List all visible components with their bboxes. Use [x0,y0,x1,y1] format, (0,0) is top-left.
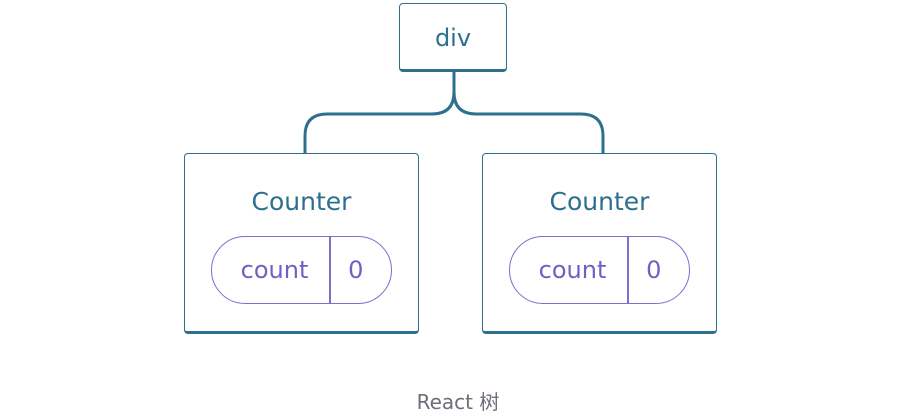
connector-to-left-counter [303,72,456,153]
counter-node-label: Counter [549,187,650,216]
counter-node-label: Counter [251,187,352,216]
connector-to-right-counter [452,72,605,153]
state-name: count [538,256,607,284]
counter-node-left: Counter count 0 [184,153,419,334]
root-node-label: div [434,24,472,52]
diagram-caption: React 树 [416,390,500,414]
root-div-node: div [399,3,507,72]
state-name: count [240,256,309,284]
state-divider [627,237,629,303]
state-divider [329,237,331,303]
state-pill: count 0 [509,236,690,304]
counter-node-right: Counter count 0 [482,153,717,334]
state-pill: count 0 [211,236,392,304]
state-value: 0 [646,256,662,284]
state-value: 0 [348,256,364,284]
